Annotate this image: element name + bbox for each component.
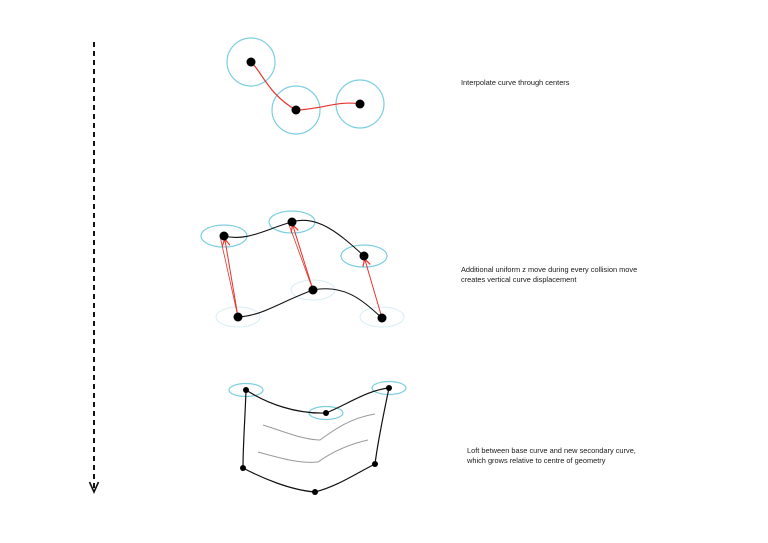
center-node <box>355 99 365 109</box>
label-line: which grows relative to centre of geomet… <box>467 456 606 465</box>
center-node <box>246 57 256 67</box>
base-ellipse <box>215 306 261 328</box>
z-move-arrow <box>225 240 239 318</box>
center-node <box>312 489 318 495</box>
label-line: Loft between base curve and new secondar… <box>467 446 636 455</box>
center-node <box>377 313 387 323</box>
center-node <box>287 217 297 227</box>
step-label-loft: Loft between base curve and new secondar… <box>467 446 636 466</box>
section-line <box>262 413 376 441</box>
step-label-z-move: Additional uniform z move during every c… <box>461 265 637 285</box>
z-move-arrow <box>287 221 314 291</box>
base-ellipse <box>359 306 405 328</box>
center-node <box>240 465 246 471</box>
base-curve <box>242 463 376 493</box>
collision-circle <box>226 37 276 87</box>
center-node <box>359 251 369 261</box>
center-node <box>308 285 318 295</box>
step-interpolate-diagram <box>226 37 385 135</box>
timeline-arrow <box>88 42 100 494</box>
secondary-curve <box>245 387 390 414</box>
z-move-arrow <box>219 235 239 318</box>
step-loft-diagram <box>228 380 407 495</box>
center-node <box>291 105 301 115</box>
center-node <box>323 410 329 416</box>
collision-ellipse <box>340 244 388 268</box>
center-node <box>219 231 229 241</box>
label-line: Additional uniform z move during every c… <box>461 265 638 274</box>
center-node <box>243 387 249 393</box>
center-node <box>372 461 378 467</box>
collision-circle <box>271 85 321 135</box>
z-move-arrow <box>293 226 314 291</box>
step-label-interpolate: Interpolate curve through centers <box>461 78 569 88</box>
label-line: Interpolate curve through centers <box>461 78 570 87</box>
center-node <box>233 312 243 322</box>
loft-edge <box>242 389 247 469</box>
collision-ellipse <box>371 380 407 396</box>
label-line: creates vertical curve displacement <box>461 275 577 284</box>
step-z-move-diagram <box>200 210 405 328</box>
center-node <box>386 385 392 391</box>
z-move-arrow <box>365 260 383 319</box>
loft-edge <box>374 387 390 465</box>
section-line <box>257 439 369 463</box>
